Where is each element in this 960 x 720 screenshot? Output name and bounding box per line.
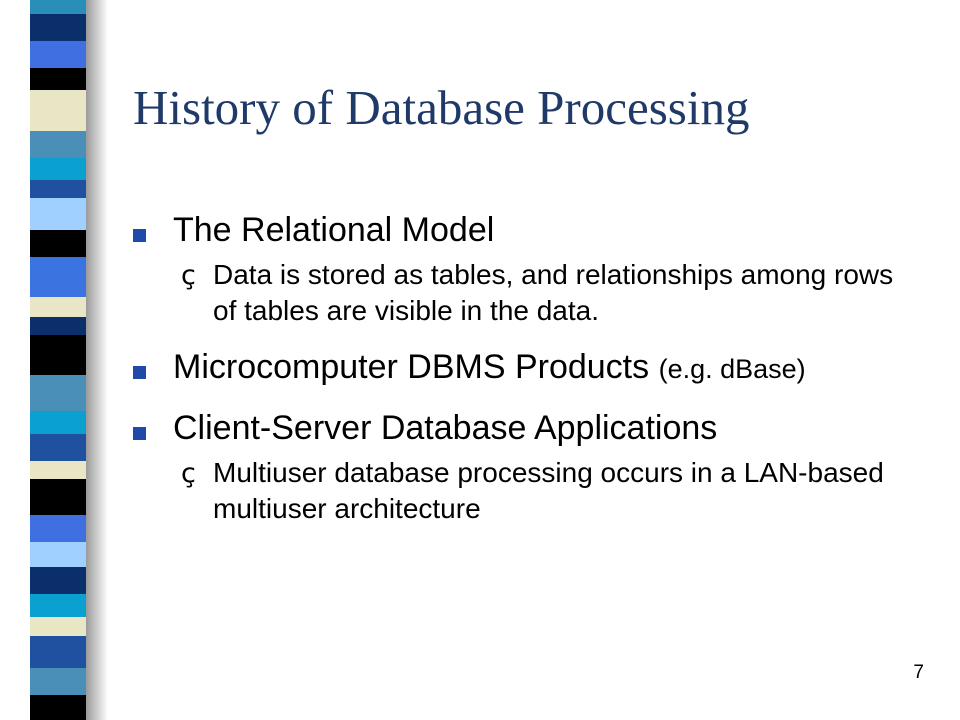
stripe-segment: [30, 616, 86, 637]
stripe-segment: [30, 375, 86, 412]
stripe-segment: [30, 478, 86, 515]
stripe-segment: [30, 667, 86, 695]
stripe-segment: [30, 67, 86, 90]
square-bullet-icon: [133, 366, 146, 379]
arrow-bullet-icon: ç: [181, 458, 196, 489]
decorative-stripe: [30, 0, 86, 720]
stripe-segment: [30, 541, 86, 567]
sub-bullet-text: Multiuser database processing occurs in …: [213, 457, 884, 524]
stripe-segment: [30, 297, 86, 317]
bullet-text: Client-Server Database Applications: [173, 409, 718, 447]
stripe-segment: [30, 594, 86, 617]
stripe-segment: [30, 13, 86, 41]
sub-bullet-item: ç Multiuser database processing occurs in…: [133, 455, 923, 527]
page-number: 7: [913, 662, 924, 683]
bullet-text: The Relational Model: [173, 211, 495, 249]
stripe-segment: [30, 130, 86, 158]
sub-bullet-text: Data is stored as tables, and relationsh…: [213, 259, 894, 326]
stripe-segment: [30, 157, 86, 180]
bullet-list: The Relational Model ç Data is stored as t…: [133, 210, 923, 527]
square-bullet-icon: [133, 229, 146, 242]
stripe-segment: [30, 636, 86, 668]
stripe-segment: [30, 90, 86, 131]
square-bullet-icon: [133, 427, 146, 440]
stripe-segment: [30, 334, 86, 376]
stripe-segment: [30, 316, 86, 335]
bullet-item: Microcomputer DBMS Products (e.g. dBase): [133, 347, 923, 390]
stripe-segment: [30, 229, 86, 257]
stripe-segment: [30, 40, 86, 68]
stripe-segment: [30, 694, 86, 720]
slide-title: History of Database Processing: [133, 80, 750, 135]
stripe-segment: [30, 180, 86, 198]
bullet-note: (e.g. dBase): [658, 354, 806, 384]
sub-bullet-item: ç Data is stored as tables, and relations…: [133, 257, 923, 329]
stripe-segment: [30, 433, 86, 461]
stripe-segment: [30, 460, 86, 479]
bullet-text: Microcomputer DBMS Products: [173, 348, 650, 386]
stripe-segment: [30, 411, 86, 434]
bullet-item: The Relational Model: [133, 210, 923, 251]
stripe-segment: [30, 567, 86, 594]
arrow-bullet-icon: ç: [181, 260, 196, 291]
stripe-segment: [30, 514, 86, 542]
stripe-segment: [30, 0, 86, 14]
stripe-segment: [30, 256, 86, 297]
stripe-shadow: [86, 0, 108, 720]
bullet-item: Client-Server Database Applications: [133, 408, 923, 449]
stripe-segment: [30, 198, 86, 230]
